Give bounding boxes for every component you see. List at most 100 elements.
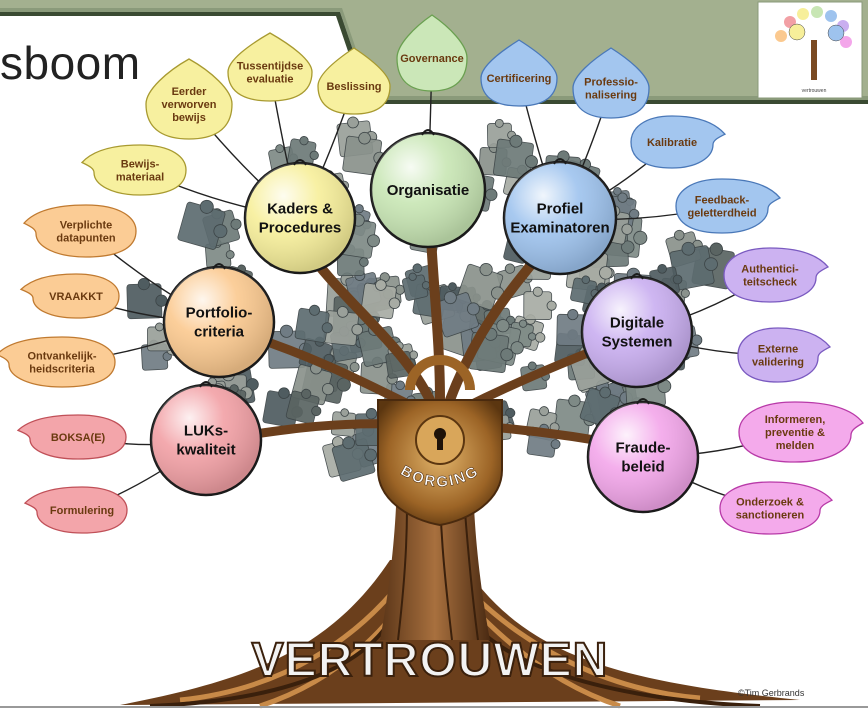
puzzle-piece: [177, 199, 228, 250]
leaf-label-line: Certificering: [487, 73, 552, 85]
leaf-label-line: Authentici-: [741, 264, 799, 276]
leaf-kaders-1: Bewijs-materiaal: [80, 144, 187, 196]
leaf-label-line: verworven: [161, 99, 216, 111]
leaf-label-line: nalisering: [585, 90, 637, 102]
leaf-label-line: materiaal: [116, 172, 164, 184]
bulb-label-line: Digitale: [610, 315, 664, 332]
bulb-label: Portfolio-criteria: [186, 305, 253, 341]
bulb-label-line: Procedures: [259, 220, 342, 237]
puzzle-piece: [570, 275, 600, 305]
leaf-label-line: sanctioneren: [736, 510, 805, 522]
category-bulb-luks: LUKs-kwaliteit: [149, 381, 263, 497]
leaf-label-line: heidscriteria: [29, 364, 95, 376]
bulb-label: Organisatie: [387, 182, 470, 199]
leaf-organisatie-1: Governance: [396, 14, 468, 92]
puzzle-piece: [433, 291, 480, 338]
puzzle-piece: [360, 279, 401, 320]
leaf-label-line: Ontvankelijk-: [27, 351, 96, 363]
bulb-label-line: criteria: [194, 324, 245, 341]
leaf-label-line: Formulering: [50, 505, 114, 517]
leaf-label: Feedback-geletterdheid: [687, 195, 756, 220]
leaf-profiel-4: Feedback-geletterdheid: [675, 178, 782, 234]
puzzle-piece: [523, 286, 557, 320]
leaf-label-line: Informeren,: [765, 414, 826, 426]
leaf-profiel-2: Professio-nalisering: [572, 47, 650, 119]
bulb-label-line: Portfolio-: [186, 305, 253, 322]
borging-lock: BORGING: [377, 355, 503, 527]
leaf-label: Governance: [400, 53, 464, 65]
bulb-label-line: Profiel: [537, 201, 584, 218]
leaf-label: Ontvankelijk-heidscriteria: [27, 351, 96, 376]
leaf-label: Onderzoek &sanctioneren: [736, 497, 805, 522]
leaf-label: VRAAKKT: [49, 291, 103, 303]
leaf-label-line: validering: [752, 357, 804, 369]
category-bulb-kaders: Kaders & Procedures: [243, 159, 357, 275]
leaf-label-line: datapunten: [56, 233, 116, 245]
leaf-label: Authentici-teitscheck: [741, 264, 799, 289]
bulb-label-line: Examinatoren: [510, 220, 609, 237]
leaf-label-line: Professio-: [584, 77, 638, 89]
puzzle-piece: [285, 388, 322, 425]
leaf-kaders-4: Beslissing: [317, 47, 391, 115]
leaf-label-line: geletterdheid: [687, 208, 756, 220]
leaf-profiel-3: Kalibratie: [630, 115, 727, 169]
leaf-label-line: teitscheck: [743, 277, 798, 289]
bulb-label-line: beleid: [621, 459, 664, 476]
bulb-label-line: Systemen: [602, 334, 673, 351]
thumbnail-image: vertrouwen: [757, 1, 863, 99]
leaf-label: Beslissing: [326, 81, 381, 93]
bulb-label: Kaders & Procedures: [259, 201, 342, 237]
leaf-label-line: bewijs: [172, 112, 206, 124]
puzzle-piece: [294, 304, 333, 343]
bulb-label-line: Kaders &: [267, 201, 333, 218]
leaf-label-line: Governance: [400, 53, 464, 65]
leaf-label-line: melden: [776, 440, 815, 452]
leaf-label-line: Eerder: [172, 86, 208, 98]
thumbnail-label: vertrouwen: [802, 88, 827, 94]
leaf-label-line: BOKSA(E): [51, 432, 106, 444]
leaf-portfolio-2: VRAAKKT: [19, 273, 120, 319]
leaf-luks-1: BOKSA(E): [16, 414, 127, 460]
leaf-label: Bewijs-materiaal: [116, 159, 164, 184]
leaf-profiel-1: Certificering: [480, 39, 558, 107]
leaf-label-line: Tussentijdse: [237, 61, 303, 73]
leaf-label-line: Verplichte: [60, 220, 113, 232]
category-bulb-portfolio: Portfolio-criteria: [162, 263, 276, 379]
category-bulb-fraude: Fraude-beleid: [586, 398, 700, 514]
leaf-label-line: Bewijs-: [121, 159, 160, 171]
leaf-label: Informeren,preventie &melden: [765, 414, 826, 452]
roots-label: VERTROUWEN: [252, 634, 609, 687]
leaf-label-line: Kalibratie: [647, 137, 697, 149]
bulb-label-line: kwaliteit: [176, 442, 235, 459]
bulb-label-line: LUKs-: [184, 423, 228, 440]
credit-text: ©Tim Gerbrands: [738, 688, 805, 698]
puzzle-piece: [287, 136, 319, 168]
leaf-portfolio-3: Ontvankelijk-heidscriteria: [0, 336, 116, 388]
leaf-label-line: Onderzoek &: [736, 497, 804, 509]
leaf-label-line: Feedback-: [695, 195, 750, 207]
leaf-digitale-1: Authentici-teitscheck: [723, 247, 830, 303]
page-title: sboom: [0, 37, 141, 89]
leaf-label: Formulering: [50, 505, 114, 517]
leaf-label: Professio-nalisering: [584, 77, 638, 102]
puzzle-piece: [126, 277, 168, 320]
category-bulb-organisatie: Organisatie: [369, 129, 487, 249]
bulb-label: LUKs-kwaliteit: [176, 423, 235, 459]
leaf-label: Certificering: [487, 73, 552, 85]
leaf-label-line: Externe: [758, 344, 798, 356]
puzzle-piece: [323, 306, 364, 346]
leaf-label-line: Beslissing: [326, 81, 381, 93]
